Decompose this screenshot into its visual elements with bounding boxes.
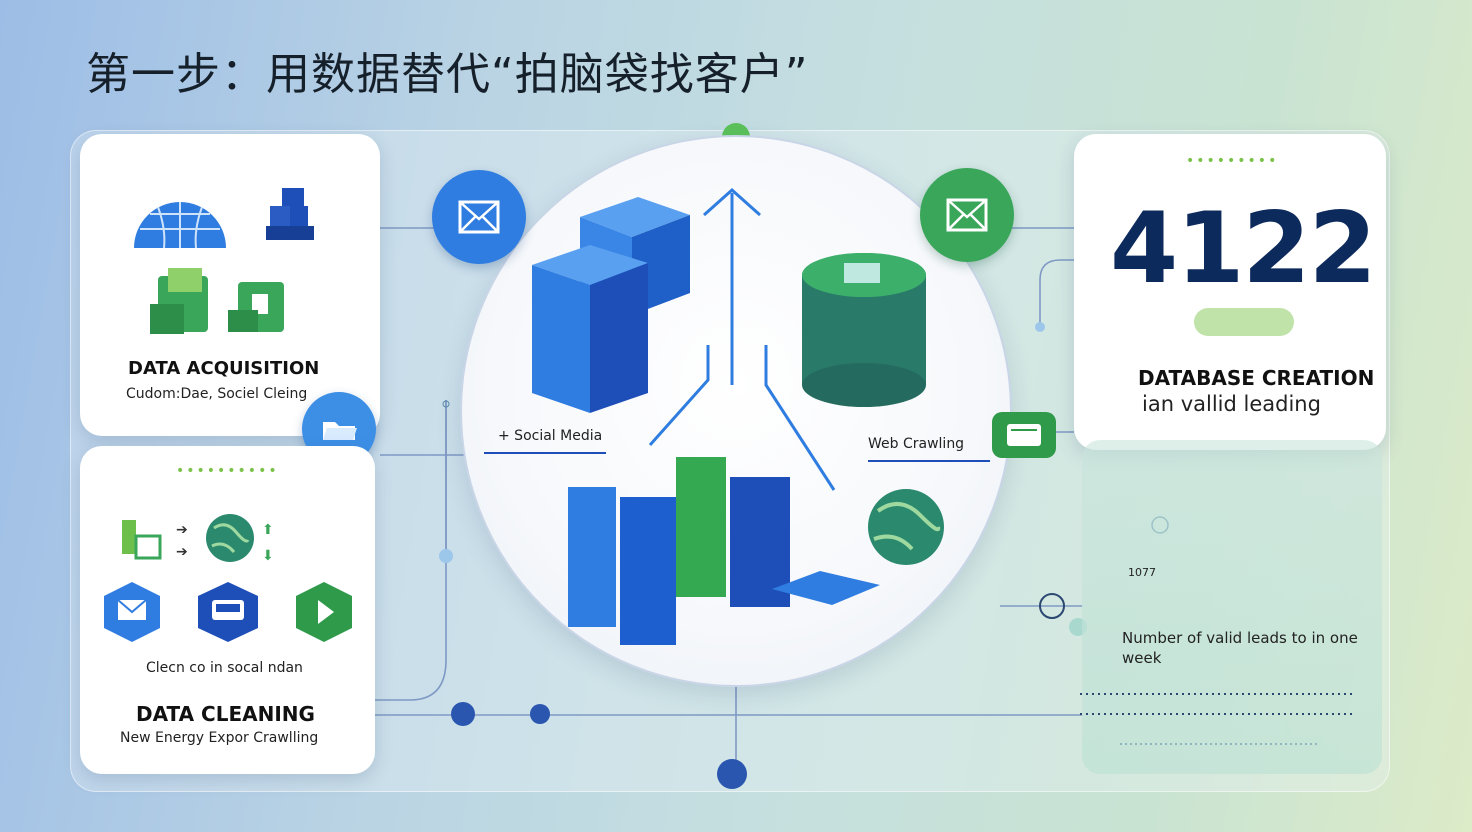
decorative-dots: ••••••••• bbox=[1186, 153, 1279, 169]
acquisition-heading: DATA ACQUISITION bbox=[128, 358, 320, 379]
social-media-label: + Social Media bbox=[498, 428, 603, 444]
cleaning-action-icons bbox=[104, 582, 352, 642]
cleaning-process-icons: ➔ ➔ ⬆ ⬇ bbox=[122, 514, 274, 564]
web-crawling-label: Web Crawling bbox=[868, 436, 965, 452]
decorative-dotted-lines bbox=[1080, 693, 1356, 745]
progress-pill bbox=[1194, 308, 1294, 336]
weekly-leads-card bbox=[1082, 440, 1382, 774]
leads-total-number: 4122 bbox=[1110, 192, 1377, 306]
leads-description: Number of valid leads to in one week bbox=[1122, 629, 1358, 667]
svg-text:➔: ➔ bbox=[176, 544, 188, 560]
blocks-icon bbox=[266, 188, 314, 240]
web-tag-button[interactable] bbox=[992, 412, 1056, 458]
database-heading: DATABASE CREATION bbox=[1138, 366, 1375, 390]
envelope-icon bbox=[1007, 424, 1041, 446]
cleaning-subtitle: New Energy Expor Crawlling bbox=[120, 730, 319, 746]
envelope-icon bbox=[946, 198, 988, 232]
page-title: 第一步：用数据替代“拍脑袋找客户” bbox=[86, 49, 809, 100]
database-creation-card[interactable]: ••••••••• bbox=[1074, 134, 1386, 450]
central-illustration bbox=[484, 187, 990, 645]
envelope-icon bbox=[458, 200, 500, 234]
database-subtitle: ian vallid leading bbox=[1142, 392, 1321, 416]
mail-bubble-green[interactable] bbox=[920, 168, 1014, 262]
globe-dome-icon bbox=[134, 202, 226, 249]
data-cleaning-card[interactable]: •••••••••• ➔ ➔ ⬆ ⬇ Clecn co in socal nda… bbox=[80, 446, 375, 774]
cleaning-heading: DATA CLEANING bbox=[136, 702, 315, 726]
data-acquisition-card[interactable]: DATA ACQUISITION Cudom:Dae, Sociel Clein… bbox=[80, 134, 380, 436]
svg-text:➔: ➔ bbox=[176, 522, 188, 538]
acquisition-subtitle: Cudom:Dae, Sociel Cleing bbox=[126, 386, 308, 402]
leads-small-number: 1077 bbox=[1128, 566, 1156, 579]
mail-bubble-blue[interactable] bbox=[432, 170, 526, 264]
decorative-dots: •••••••••• bbox=[176, 463, 279, 479]
data-devices-icon bbox=[150, 268, 284, 334]
svg-text:⬆: ⬆ bbox=[262, 522, 274, 538]
folder-icon bbox=[323, 422, 357, 440]
cleaning-caption: Clecn co in socal ndan bbox=[146, 660, 303, 676]
svg-text:⬇: ⬇ bbox=[262, 548, 274, 564]
